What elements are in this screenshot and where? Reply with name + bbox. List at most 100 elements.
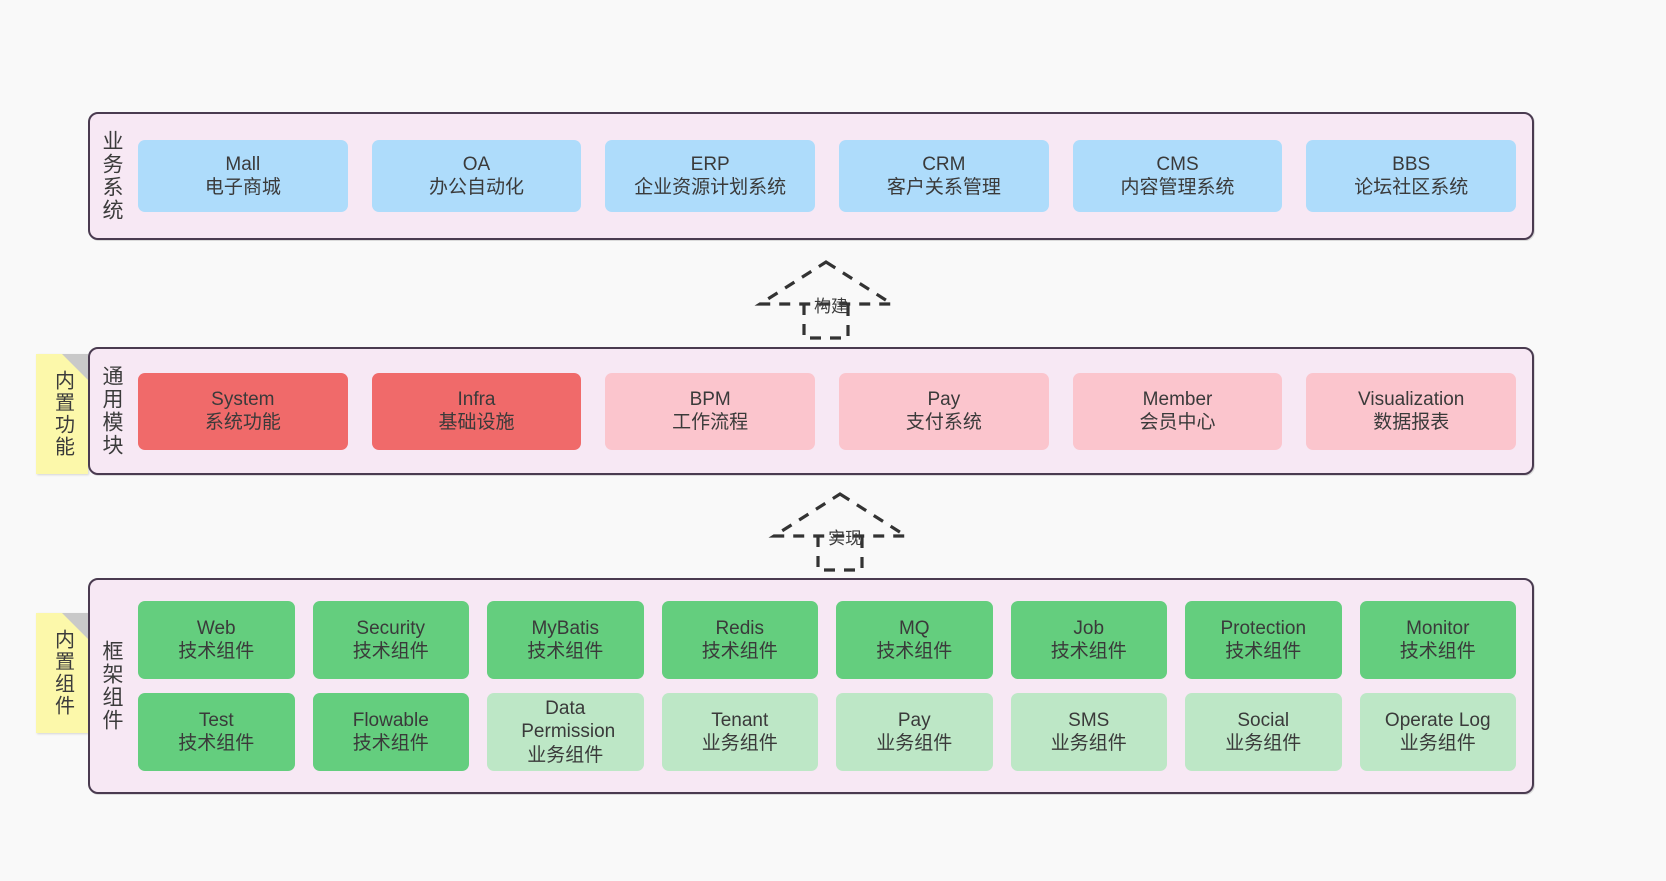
node-subtitle: 会员中心 (1139, 412, 1216, 433)
node-title: Security (356, 617, 426, 639)
node-subtitle: 基础设施 (438, 412, 515, 433)
node-subtitle: 业务组件 (1225, 733, 1302, 754)
node-subtitle: 工作流程 (672, 412, 749, 433)
generalization-triangle-icon (754, 260, 898, 306)
node-title: SMS (1068, 709, 1110, 731)
node-subtitle: 数据报表 (1373, 412, 1450, 433)
layer-label-common-modules: 通用模块 (100, 365, 124, 457)
node-title: Mall (225, 153, 261, 175)
sticky-note-label: 内置功能 (51, 370, 74, 458)
node-subtitle: 技术组件 (527, 641, 604, 662)
node-subtitle: 论坛社区系统 (1354, 177, 1469, 198)
generalization-triangle-icon (768, 492, 912, 538)
node-bpm[interactable]: BPM 工作流程 (605, 372, 816, 450)
node-title: CRM (922, 153, 966, 175)
node-mybatis[interactable]: MyBatis 技术组件 (487, 601, 644, 679)
node-subtitle: 技术组件 (178, 733, 255, 754)
node-subtitle: 业务组件 (1050, 733, 1127, 754)
node-mall[interactable]: Mall 电子商城 (138, 140, 348, 212)
connector-implement: 实现 (768, 490, 920, 572)
sticky-fold-corner-icon (62, 613, 88, 639)
node-pay-component[interactable]: Pay 业务组件 (836, 693, 993, 771)
layer-framework-components[interactable]: 框架组件 Web 技术组件 Security 技术组件 MyBatis 技术组件… (88, 578, 1534, 794)
layer-label-business-system: 业务系统 (100, 130, 124, 222)
node-title: System (211, 388, 275, 410)
node-title: CMS (1156, 153, 1199, 175)
layer-body-framework-components: Web 技术组件 Security 技术组件 MyBatis 技术组件 Redi… (132, 580, 1532, 792)
node-subtitle: 技术组件 (1399, 641, 1476, 662)
node-subtitle: 技术组件 (352, 733, 429, 754)
node-title: ERP (690, 153, 730, 175)
layer-business-system[interactable]: 业务系统 Mall 电子商城 OA 办公自动化 ERP 企业资源计划系统 CRM… (88, 112, 1534, 240)
node-subtitle: 业务组件 (701, 733, 778, 754)
node-infra[interactable]: Infra 基础设施 (371, 372, 582, 450)
node-title: Redis (715, 617, 765, 639)
node-title: Pay (897, 709, 931, 731)
node-subtitle: 内容管理系统 (1120, 177, 1235, 198)
node-bbs[interactable]: BBS 论坛社区系统 (1306, 140, 1517, 212)
node-subtitle: 客户关系管理 (886, 177, 1001, 198)
node-title: Data Permission (521, 698, 616, 743)
node-title: Test (198, 709, 234, 731)
node-system[interactable]: System 系统功能 (138, 372, 348, 450)
node-title: Social (1237, 709, 1290, 731)
node-oa[interactable]: OA 办公自动化 (371, 140, 582, 212)
node-subtitle: 技术组件 (701, 641, 778, 662)
sticky-note-builtin-functions: 内置功能 (36, 354, 88, 474)
node-title: BBS (1392, 153, 1431, 175)
sticky-note-builtin-components: 内置组件 (36, 613, 88, 733)
node-title: OA (462, 153, 491, 175)
node-subtitle: 支付系统 (905, 412, 982, 433)
connector-build: 构建 (754, 258, 906, 340)
node-security[interactable]: Security 技术组件 (312, 601, 469, 679)
node-crm[interactable]: CRM 客户关系管理 (839, 140, 1049, 212)
node-operate-log[interactable]: Operate Log 业务组件 (1359, 693, 1516, 771)
node-title: Protection (1220, 617, 1307, 639)
node-test[interactable]: Test 技术组件 (138, 693, 295, 771)
node-flowable[interactable]: Flowable 技术组件 (312, 693, 469, 771)
node-web[interactable]: Web 技术组件 (138, 601, 295, 679)
node-title: Member (1142, 388, 1213, 410)
node-title: Infra (457, 388, 496, 410)
node-monitor[interactable]: Monitor 技术组件 (1359, 601, 1516, 679)
node-visualization[interactable]: Visualization 数据报表 (1306, 372, 1517, 450)
node-member[interactable]: Member 会员中心 (1072, 372, 1283, 450)
node-data-permission[interactable]: Data Permission 业务组件 (487, 693, 644, 771)
connector-label-build: 构建 (814, 297, 848, 316)
node-tenant[interactable]: Tenant 业务组件 (661, 693, 818, 771)
layer-label-framework-components: 框架组件 (100, 640, 124, 732)
node-title: Web (196, 617, 236, 639)
node-title: MyBatis (531, 617, 600, 639)
node-subtitle: 技术组件 (1225, 641, 1302, 662)
node-cms[interactable]: CMS 内容管理系统 (1072, 140, 1283, 212)
node-erp[interactable]: ERP 企业资源计划系统 (605, 140, 816, 212)
node-subtitle: 业务组件 (876, 733, 953, 754)
sticky-fold-corner-icon (62, 354, 88, 380)
layer-body-common-modules: System 系统功能 Infra 基础设施 BPM 工作流程 Pay 支付系统… (132, 349, 1532, 473)
node-row: System 系统功能 Infra 基础设施 BPM 工作流程 Pay 支付系统… (138, 372, 1517, 450)
node-subtitle: 电子商城 (204, 177, 281, 198)
node-title: Monitor (1406, 617, 1470, 639)
node-row: Mall 电子商城 OA 办公自动化 ERP 企业资源计划系统 CRM 客户关系… (138, 140, 1517, 212)
node-job[interactable]: Job 技术组件 (1010, 601, 1167, 679)
node-social[interactable]: Social 业务组件 (1185, 693, 1342, 771)
layer-common-modules[interactable]: 通用模块 System 系统功能 Infra 基础设施 BPM 工作流程 Pay… (88, 347, 1534, 475)
node-title: Operate Log (1384, 709, 1491, 731)
node-subtitle: 业务组件 (1399, 733, 1476, 754)
node-redis[interactable]: Redis 技术组件 (661, 601, 818, 679)
node-protection[interactable]: Protection 技术组件 (1185, 601, 1342, 679)
node-subtitle: 技术组件 (352, 641, 429, 662)
node-sms[interactable]: SMS 业务组件 (1010, 693, 1167, 771)
node-mq[interactable]: MQ 技术组件 (836, 601, 993, 679)
node-subtitle: 企业资源计划系统 (634, 177, 787, 198)
layer-body-business-system: Mall 电子商城 OA 办公自动化 ERP 企业资源计划系统 CRM 客户关系… (132, 114, 1532, 238)
node-title: MQ (898, 617, 930, 639)
node-title: Flowable (352, 709, 429, 731)
node-title: BPM (689, 388, 731, 410)
connector-label-implement: 实现 (828, 529, 862, 548)
node-title: Pay (927, 388, 961, 410)
node-pay-module[interactable]: Pay 支付系统 (839, 372, 1049, 450)
node-subtitle: 业务组件 (527, 744, 604, 766)
node-subtitle: 办公自动化 (429, 177, 525, 198)
